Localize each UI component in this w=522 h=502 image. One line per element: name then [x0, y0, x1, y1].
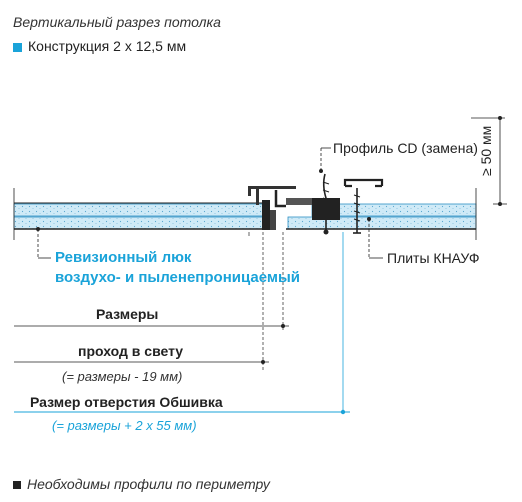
dimension-sizes-label: Размеры: [96, 306, 159, 322]
left-board-upper: [13, 203, 265, 217]
dimension-clear-passage-label: проход в свету: [78, 343, 184, 359]
hatch-leader: [36, 227, 51, 259]
left-board-lower: [13, 216, 271, 230]
profile-cd-label: Профиль CD (замена): [333, 140, 478, 156]
min-height-label: ≥ 50 мм: [478, 125, 494, 176]
boards-leader: [367, 217, 383, 259]
hatch-label-line2: воздухо- и пыленепроницаемый: [55, 269, 300, 286]
cd-profile: [343, 178, 384, 188]
construction-legend: Конструкция 2 х 12,5 мм: [13, 38, 186, 54]
black-square-icon: [13, 481, 21, 490]
height-dimension: [471, 116, 507, 206]
dimension-opening-formula: (= размеры + 2 х 55 мм): [52, 418, 197, 433]
diagram-caption: Вертикальный разрез потолка: [13, 14, 221, 30]
screw-left: [322, 173, 330, 235]
dimension-opening-label: Размер отверстия Обшивка: [30, 394, 223, 410]
hatch-label-line1: Ревизионный люк: [55, 249, 192, 266]
dimension-clear-passage-line: [14, 360, 269, 364]
dimension-clear-passage-formula: (= размеры - 19 мм): [62, 369, 183, 384]
footer-note: Необходимы профили по периметру: [13, 476, 270, 492]
profile-cd-leader: [319, 147, 331, 173]
blue-square-icon: [13, 42, 22, 52]
construction-legend-label: Конструкция 2 х 12,5 мм: [28, 38, 187, 54]
dimension-sizes-line: [14, 324, 289, 328]
hatch-frame: [248, 186, 340, 230]
screw-right: [353, 188, 361, 234]
footer-note-text: Необходимы профили по периметру: [27, 476, 270, 492]
boards-label: Плиты КНАУФ: [387, 250, 480, 266]
dimension-opening-line: [14, 409, 350, 415]
